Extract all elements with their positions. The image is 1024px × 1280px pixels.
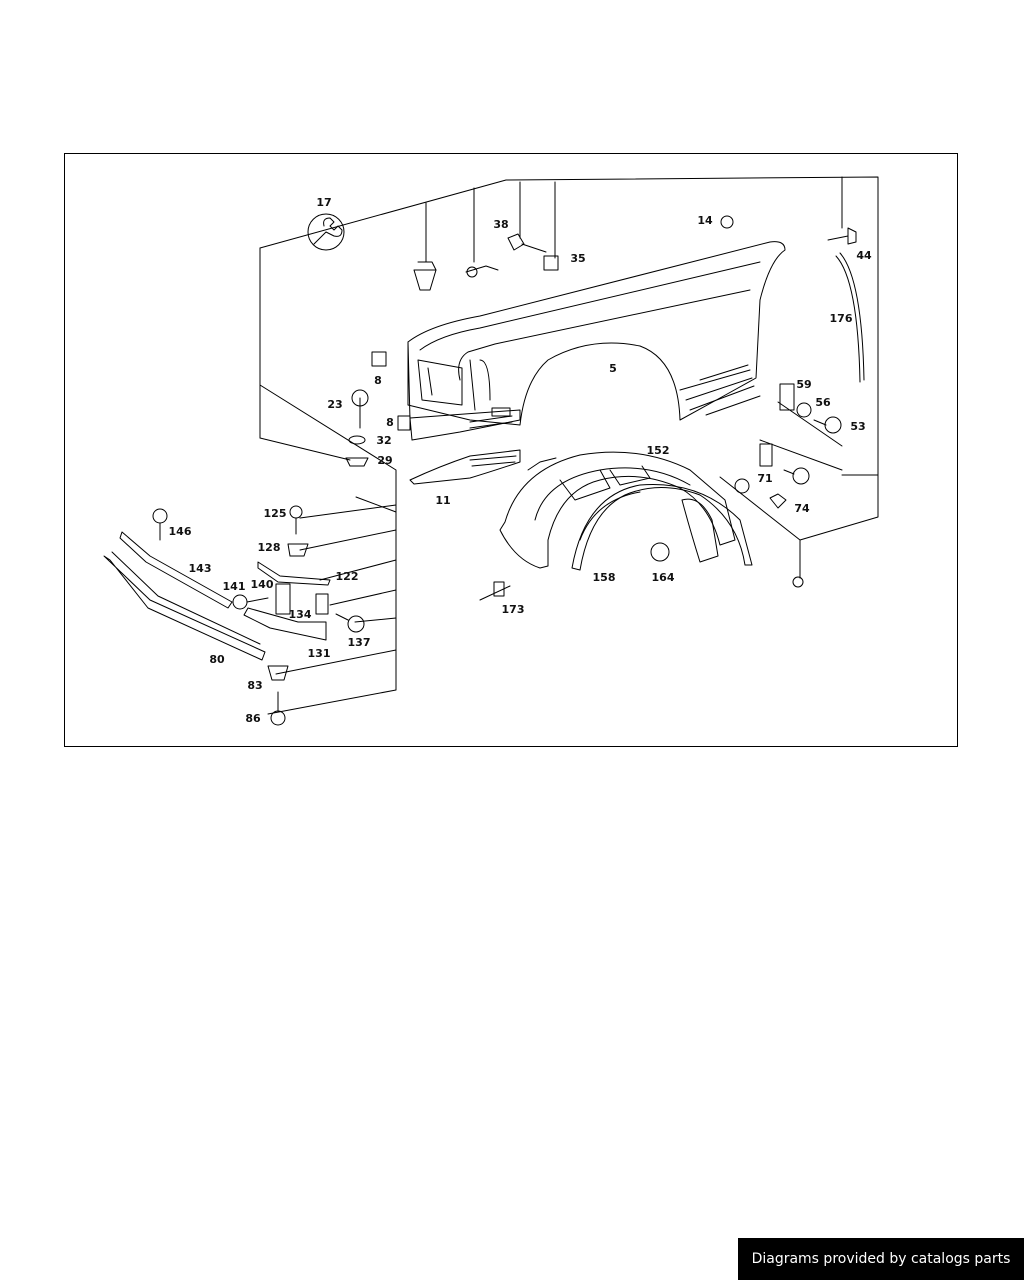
parts-diagram: 17 38 14 35 44 176 8 5 59 56 23 53 32 8 …	[103, 176, 879, 726]
callout-label: 29	[377, 454, 392, 467]
callout-label: 137	[348, 636, 371, 649]
part-11-trim	[409, 449, 521, 485]
seal-strip-176	[835, 252, 865, 383]
callout-labels: 17 38 14 35 44 176 8 5 59 56 23 53 32 8 …	[169, 196, 872, 725]
wheel-liner-part	[499, 451, 736, 569]
callout-label: 5	[609, 362, 617, 375]
wrench-icon	[307, 213, 345, 251]
callout-label: 128	[258, 541, 281, 554]
callout-label: 17	[316, 196, 331, 209]
callout-label: 35	[570, 252, 585, 265]
callout-label: 59	[796, 378, 811, 391]
callout-label: 8	[374, 374, 382, 387]
credit-banner: Diagrams provided by catalogs parts	[738, 1238, 1024, 1280]
callout-label: 164	[652, 571, 675, 584]
callout-label: 83	[247, 679, 262, 692]
callout-label: 125	[264, 507, 287, 520]
callout-label: 56	[815, 396, 831, 409]
callout-label: 32	[376, 434, 391, 447]
callout-label: 74	[794, 502, 810, 515]
callout-label: 86	[245, 712, 261, 725]
fastener-clips	[152, 215, 857, 726]
callout-label: 71	[757, 472, 772, 485]
strip-part-131	[243, 607, 327, 641]
bracket-part-122	[257, 561, 331, 586]
callout-label: 158	[593, 571, 616, 584]
credit-text: Diagrams provided by catalogs parts	[751, 1251, 1011, 1267]
arch-molding-part	[571, 483, 753, 571]
callout-label: 14	[697, 214, 713, 227]
assembly-outline	[259, 176, 879, 715]
callout-label: 44	[856, 249, 872, 262]
callout-label: 8	[386, 416, 394, 429]
callout-label: 176	[830, 312, 853, 325]
splash-shield-part	[681, 498, 719, 563]
diagram-frame	[64, 153, 958, 747]
callout-label: 173	[502, 603, 525, 616]
callout-label: 53	[850, 420, 865, 433]
fender-part	[407, 241, 786, 426]
callout-label: 143	[189, 562, 212, 575]
callout-label: 140	[251, 578, 274, 591]
callout-label: 146	[169, 525, 192, 538]
callout-label: 38	[493, 218, 508, 231]
rail-part-80	[103, 551, 266, 661]
fender-front-strip	[409, 407, 521, 441]
callout-label: 80	[209, 653, 225, 666]
callout-label: 152	[647, 444, 670, 457]
callout-label: 23	[327, 398, 342, 411]
callout-label: 134	[289, 608, 312, 621]
strip-part-143	[119, 531, 233, 609]
callout-label: 141	[223, 580, 246, 593]
callout-label: 131	[308, 647, 331, 660]
callout-label: 122	[336, 570, 359, 583]
callout-label: 11	[435, 494, 450, 507]
